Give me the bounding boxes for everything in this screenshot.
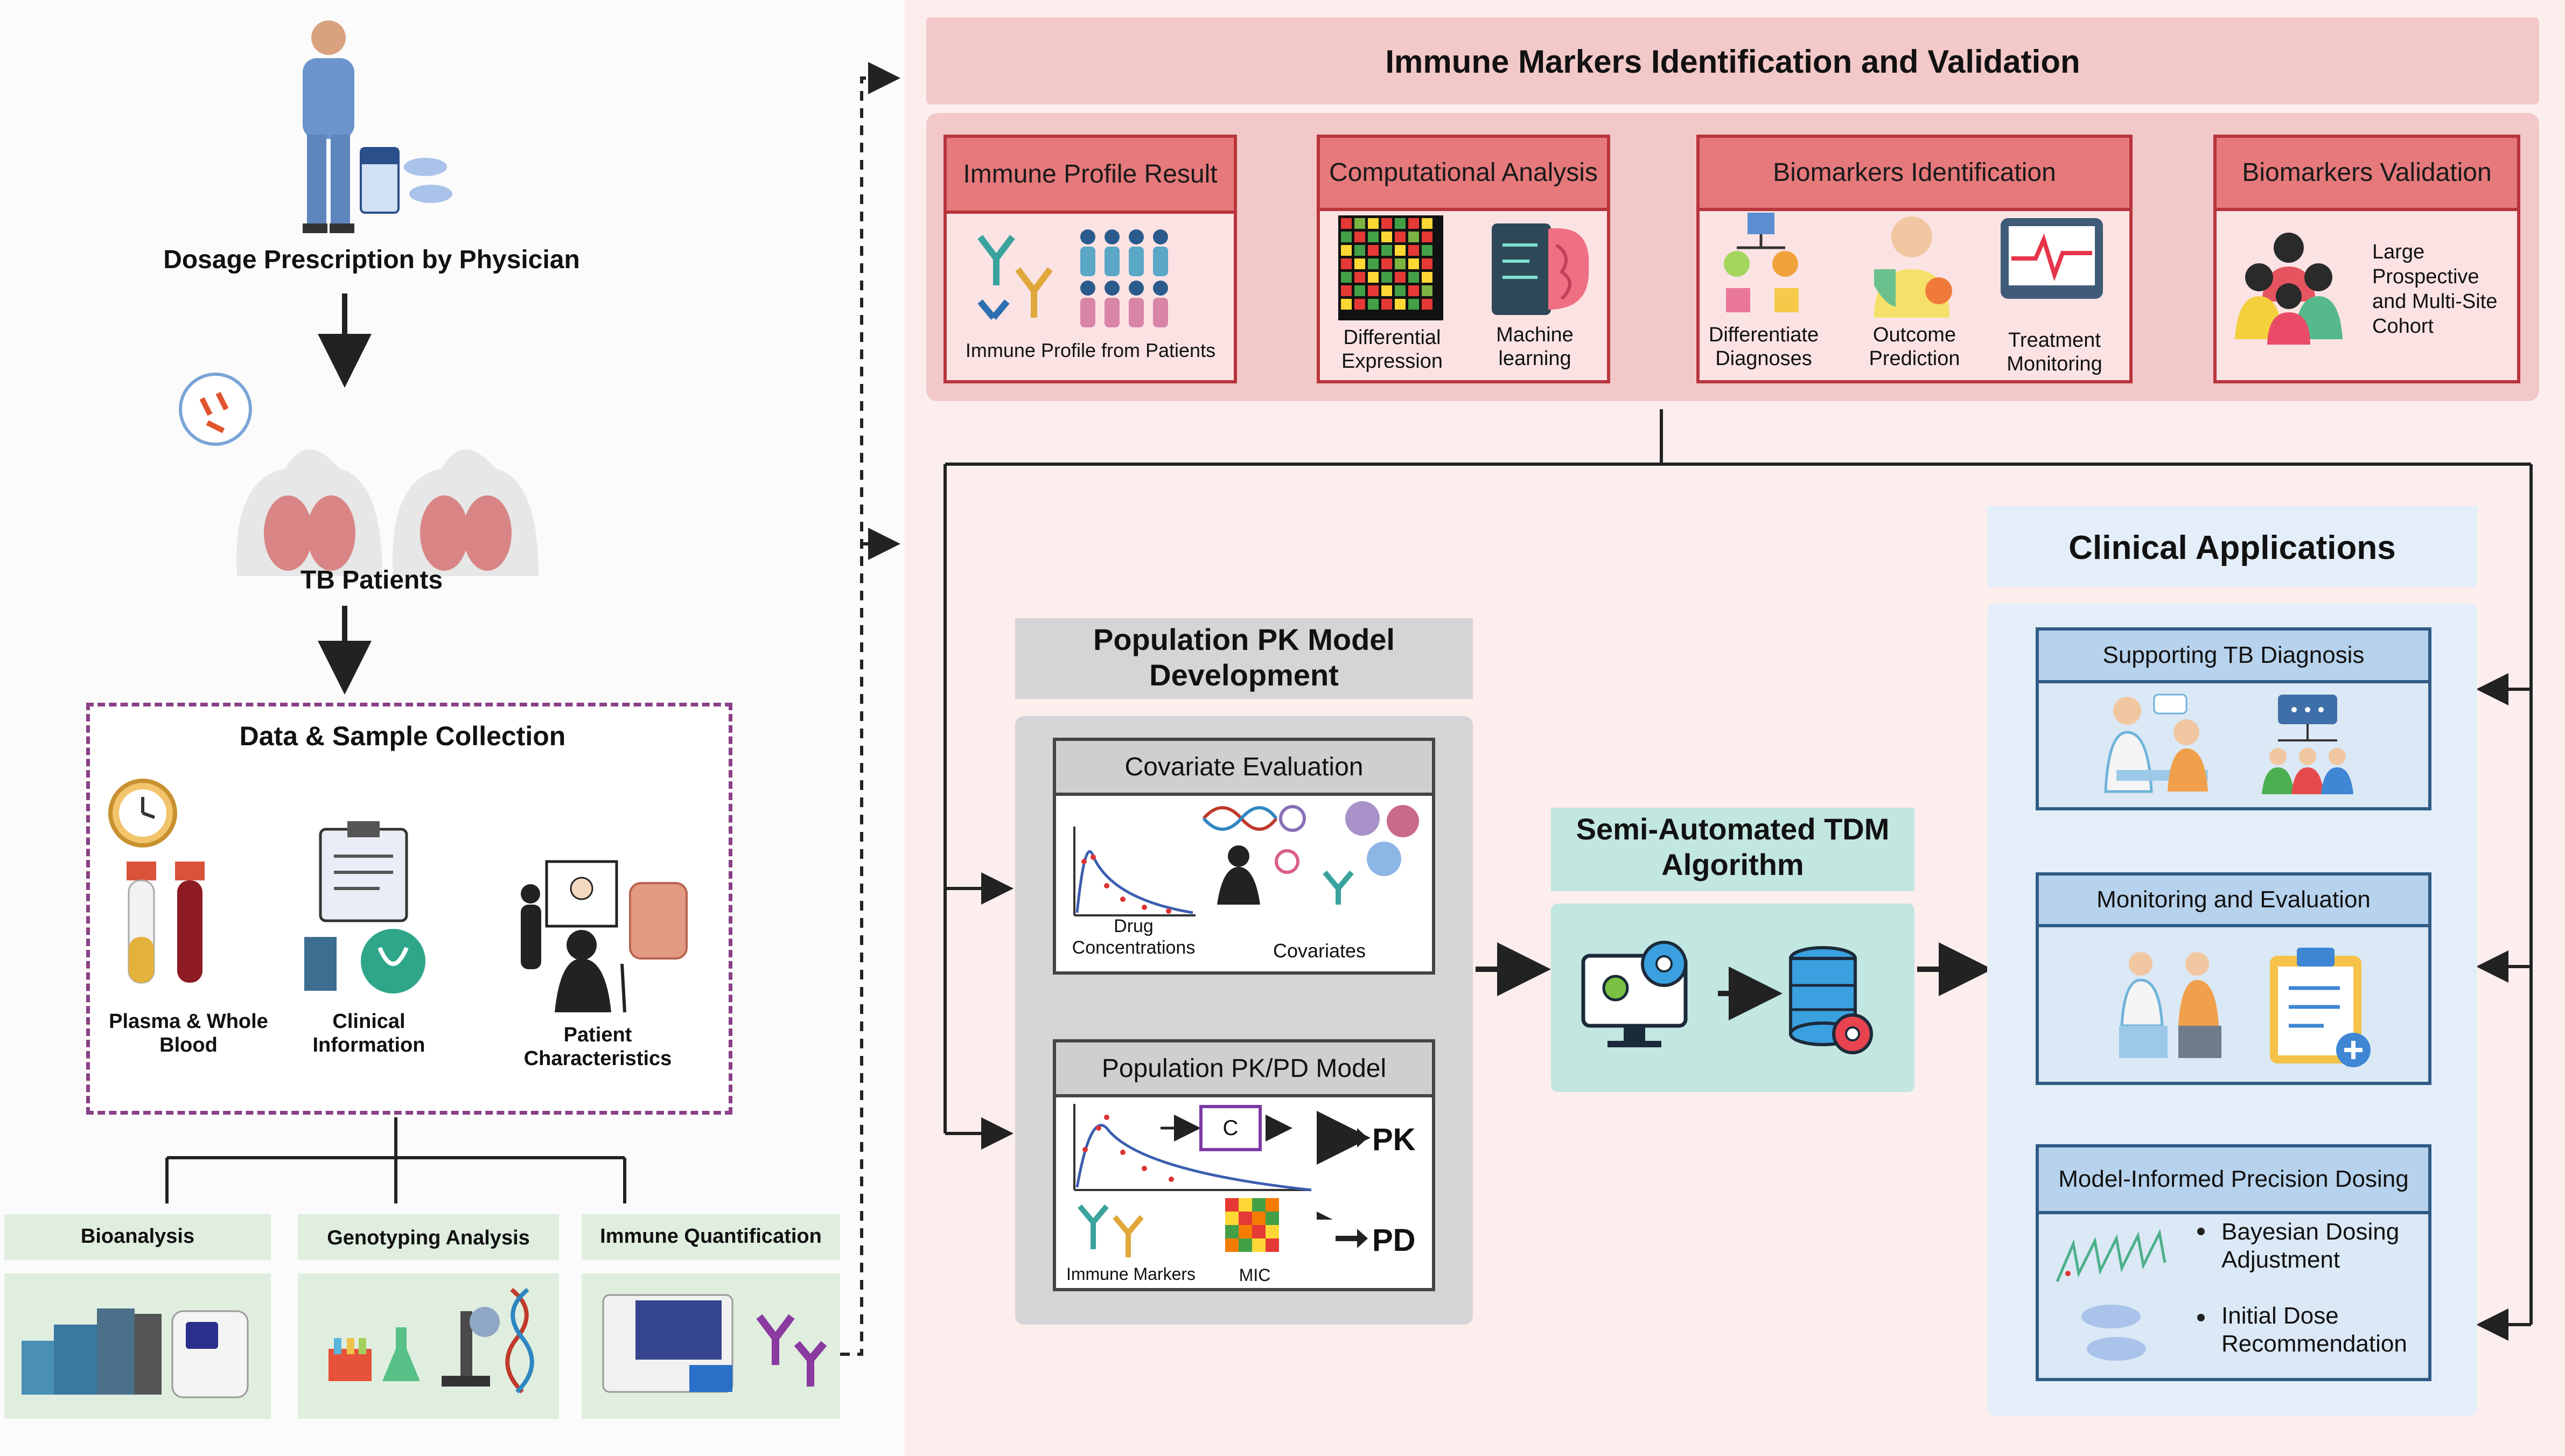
clinical-label: Clinical Information [312,1010,425,1056]
physician-label: Dosage Prescription by Physician [163,246,580,274]
treatment-monitoring-label: Treatment Monitoring [2007,329,2102,375]
bioanalysis-instruments-icon [22,1308,249,1398]
drug-conc-label: Drug Concentrations [1072,916,1196,958]
immune-section-title: Immune Markers Identification and Valida… [1385,44,2080,80]
mic-label: MIC [1239,1265,1271,1285]
monitoring-title: Monitoring and Evaluation [2039,876,2428,927]
covariate-title: Covariate Evaluation [1056,741,1432,796]
biomarkers-validation-title: Biomarkers Validation [2217,138,2517,211]
tb-patients-icon [179,373,539,576]
differentiate-label: Differentiate Diagnoses [1708,324,1819,370]
mic-heatmap-icon [1225,1198,1279,1252]
genotyping-header [298,1214,559,1260]
covariates-icon [1202,801,1419,905]
tdm-automation-icon [1581,941,1873,1054]
immune-profile-caption: Immune Profile from Patients [965,339,1216,361]
blood-tubes-icon [108,779,205,984]
machine-learning-label: Machine learning [1496,324,1574,370]
heatmap-icon [1338,215,1443,320]
genotyping-label: Genotyping Analysis [327,1227,530,1249]
physician-icon [303,20,452,233]
pk-label: PK [1372,1122,1416,1157]
pk-arrow-icon [1336,1128,1368,1147]
outcome-label: Outcome Prediction [1869,324,1960,370]
immune-profile-title: Immune Profile Result [947,138,1234,214]
monitoring-box: Monitoring and Evaluation [2036,872,2431,1085]
diagnosis-title: Supporting TB Diagnosis [2039,631,2428,683]
mipd-bullet-2 [2197,1314,2205,1321]
diagnosis-box: Supporting TB Diagnosis [2036,627,2431,810]
machine-learning-icon [1492,223,1589,315]
bioanalysis-label: Bioanalysis [80,1225,195,1248]
mipd-initial: Initial Dose Recommendation [2221,1303,2407,1357]
mipd-title: Model-Informed Precision Dosing [2039,1147,2428,1214]
monitoring-icon [2119,948,2371,1067]
clinical-info-icon [304,821,425,993]
outcome-prediction-icon [1874,216,1952,318]
immune-section-header [926,17,2539,104]
pk-title-panel [1015,618,1473,699]
treatment-monitor-icon [2001,218,2103,299]
covariate-box: Covariate Evaluation [1053,738,1435,975]
mipd-bayesian: Bayesian Dosing Adjustment [2221,1219,2400,1273]
concentration-curve-icon [1073,827,1196,916]
genotyping-lab-icon [329,1287,534,1394]
pk-title: Population PK Model Development [1093,622,1395,692]
validation-text: Large Prospective and Multi-Site Cohort [2372,241,2498,338]
pkpd-flow-icon [1161,1105,1371,1220]
pkpd-curve-icon [1073,1104,1312,1192]
flow-cytometer-icon [602,1294,827,1393]
covariates-label: Covariates [1273,940,1366,962]
diagnosis-consult-icon [2104,694,2353,794]
immune-profile-icon [977,229,1168,327]
immune-markers-label: Immune Markers [1066,1264,1196,1284]
differential-label: Differential Expression [1341,326,1443,373]
immune-quant-header [582,1214,840,1260]
decision-tree-icon [1724,213,1799,312]
cohort-icon [2235,233,2343,345]
bioanalysis-header [4,1214,271,1260]
clinical-title: Clinical Applications [2068,529,2396,566]
biomarkers-id-title: Biomarkers Identification [1700,138,2129,211]
computational-title: Computational Analysis [1320,138,1607,211]
tdm-title: Semi-Automated TDM Algorithm [1576,812,1890,881]
pd-label: PD [1372,1223,1416,1258]
c-box-label: C [1222,1116,1239,1140]
pkpd-model-title: Population PK/PD Model [1056,1042,1432,1097]
mipd-bullet-1 [2197,1228,2205,1235]
tb-patients-label: TB Patients [300,566,443,594]
clinical-title-panel [1987,506,2477,587]
tdm-title-panel [1551,808,1914,891]
immune-quant-label: Immune Quantification [600,1225,822,1248]
biomarkers-id-box: Biomarkers Identification [1696,135,2133,383]
biomarkers-validation-box: Biomarkers Validation [2213,135,2520,383]
patient-label: Patient Characteristics [523,1024,672,1070]
pd-arrow-icon [1336,1229,1368,1248]
immune-markers-icon [1078,1204,1144,1257]
patient-characteristics-icon [521,860,688,1013]
plasma-label: Plasma & Whole Blood [109,1010,268,1056]
collection-title: Data & Sample Collection [239,721,566,751]
mipd-dosing-icon [2056,1229,2166,1361]
